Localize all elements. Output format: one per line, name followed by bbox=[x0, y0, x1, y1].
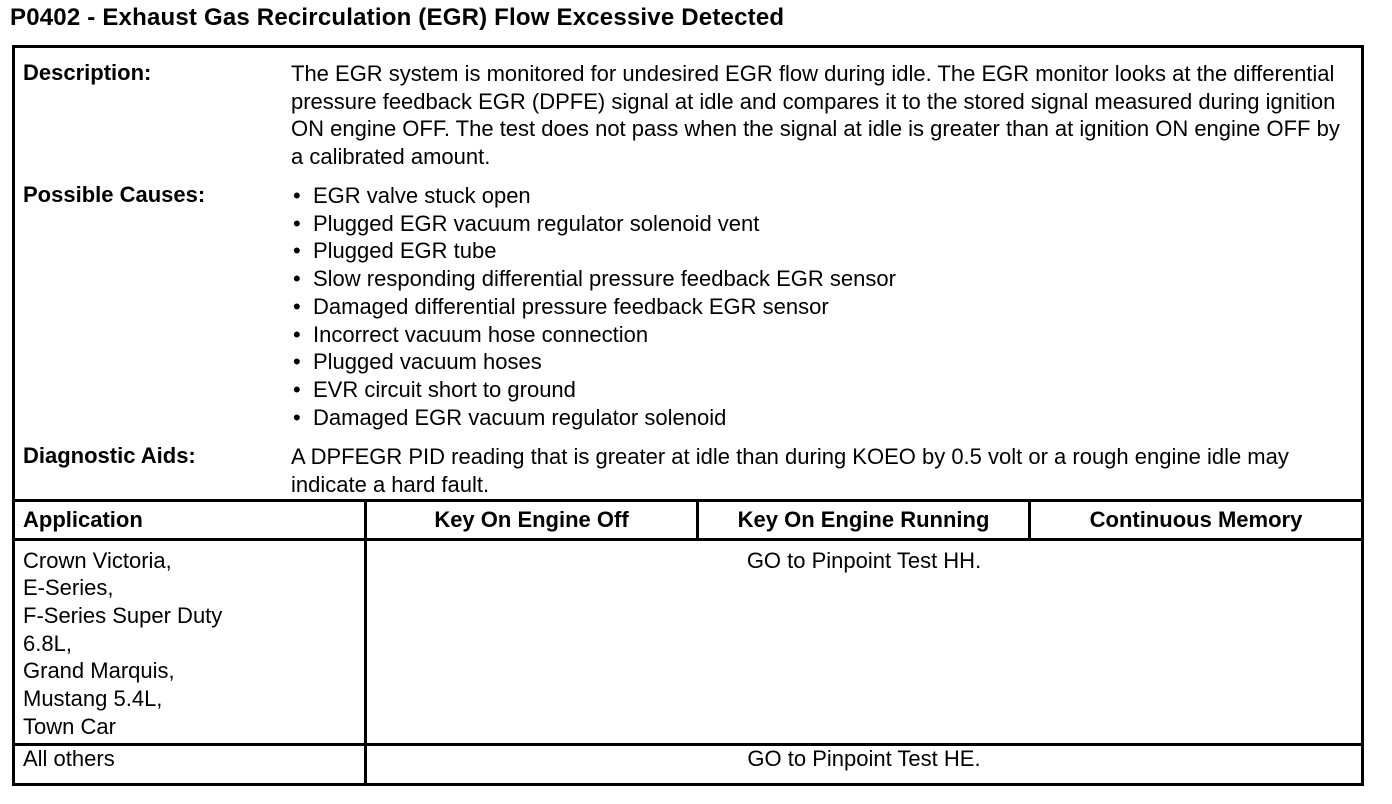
diagnostic-aids-label: Diagnostic Aids: bbox=[23, 443, 196, 468]
cause-item: EVR circuit short to ground bbox=[291, 376, 1353, 404]
cause-item: Incorrect vacuum hose connection bbox=[291, 321, 1353, 349]
result-cell: GO to Pinpoint Test HE. bbox=[364, 743, 1364, 786]
possible-causes-list: EGR valve stuck open Plugged EGR vacuum … bbox=[291, 182, 1353, 431]
cause-item: Plugged vacuum hoses bbox=[291, 348, 1353, 376]
result-text: GO to Pinpoint Test HH. bbox=[746, 547, 982, 573]
application-table: Application Key On Engine Off Key On Eng… bbox=[12, 499, 1364, 786]
cause-item: EGR valve stuck open bbox=[291, 182, 1353, 210]
diagnostic-aids-text: A DPFEGR PID reading that is greater at … bbox=[291, 444, 1289, 497]
table-row: All others GO to Pinpoint Test HE. bbox=[12, 743, 1364, 786]
description-text: The EGR system is monitored for undesire… bbox=[291, 61, 1340, 170]
header-koeo: Key On Engine Off bbox=[364, 499, 699, 541]
result-cell: GO to Pinpoint Test HH. bbox=[364, 537, 1364, 747]
possible-causes-label: Possible Causes: bbox=[23, 182, 206, 207]
cause-item: Slow responding differential pressure fe… bbox=[291, 265, 1353, 293]
page-title: P0402 - Exhaust Gas Recirculation (EGR) … bbox=[10, 4, 785, 31]
description-label: Description: bbox=[23, 60, 152, 85]
table-row: Crown Victoria, E-Series, F-Series Super… bbox=[12, 537, 1364, 747]
cause-item: Plugged EGR vacuum regulator solenoid ve… bbox=[291, 210, 1353, 238]
application-cell: Crown Victoria, E-Series, F-Series Super… bbox=[12, 537, 367, 747]
cause-item: Damaged EGR vacuum regulator solenoid bbox=[291, 404, 1353, 432]
application-cell: All others bbox=[12, 743, 367, 786]
header-koer: Key On Engine Running bbox=[696, 499, 1031, 541]
table-header-row: Application Key On Engine Off Key On Eng… bbox=[12, 499, 1364, 541]
header-application: Application bbox=[12, 499, 367, 541]
header-continuous-memory: Continuous Memory bbox=[1028, 499, 1364, 541]
info-box: Description: The EGR system is monitored… bbox=[12, 45, 1364, 502]
cause-item: Damaged differential pressure feedback E… bbox=[291, 293, 1353, 321]
cause-item: Plugged EGR tube bbox=[291, 237, 1353, 265]
application-vehicles: Crown Victoria, E-Series, F-Series Super… bbox=[23, 547, 223, 739]
